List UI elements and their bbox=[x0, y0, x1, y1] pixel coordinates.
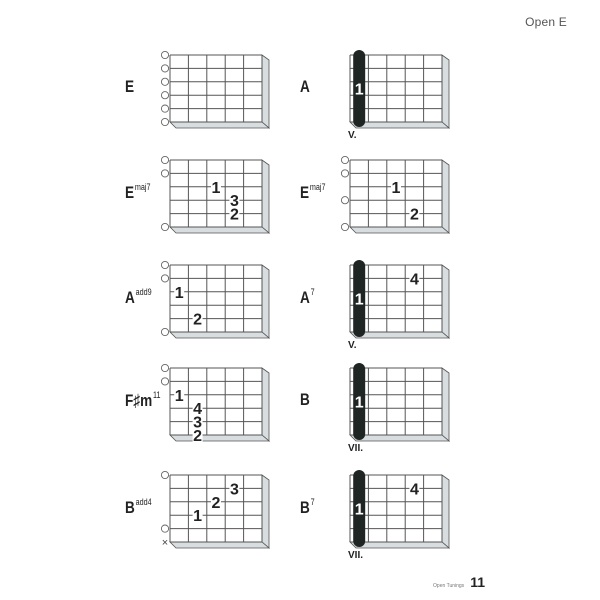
barre-icon bbox=[353, 50, 366, 127]
chord-name: B bbox=[300, 390, 310, 410]
chord-suffix: add4 bbox=[135, 496, 152, 507]
finger-number: 3 bbox=[193, 415, 202, 432]
finger-number: 2 bbox=[410, 207, 419, 224]
chord-name: A7 bbox=[300, 287, 315, 308]
barre-icon bbox=[353, 470, 366, 547]
open-string-icon bbox=[160, 470, 170, 480]
muted-string-icon: × bbox=[162, 537, 168, 549]
fretboard-grid: 14 bbox=[349, 470, 451, 549]
finger-number: 1 bbox=[392, 180, 401, 197]
finger-number: 1 bbox=[175, 285, 184, 302]
chord-name: B7 bbox=[300, 497, 315, 518]
finger-number: 2 bbox=[212, 495, 221, 512]
barre-finger-number: 1 bbox=[355, 292, 364, 309]
open-string-icon bbox=[340, 155, 350, 165]
chord-root: B bbox=[300, 389, 310, 409]
fret-position-label: VII. bbox=[348, 550, 364, 561]
page-footer: Open Tunings 11 bbox=[433, 574, 485, 590]
chord-name: F♯m11 bbox=[125, 390, 160, 411]
open-string-icon bbox=[160, 377, 170, 386]
fretboard-grid: 132 bbox=[160, 155, 271, 234]
chord-name: E bbox=[125, 77, 134, 97]
open-string-icon bbox=[160, 169, 170, 178]
open-string-icon bbox=[160, 222, 170, 232]
chord-root: B bbox=[125, 497, 135, 517]
fretboard-grid: 14 bbox=[349, 260, 451, 339]
chord-root: E bbox=[125, 182, 135, 202]
finger-number: 4 bbox=[193, 401, 202, 418]
chord-root: A bbox=[300, 287, 310, 307]
open-string-icon bbox=[340, 196, 350, 205]
finger-number: 3 bbox=[230, 193, 239, 210]
fret-position-label: VII. bbox=[348, 443, 364, 454]
finger-number: 2 bbox=[230, 207, 239, 224]
open-string-icon bbox=[160, 524, 170, 533]
barre-finger-number: 1 bbox=[355, 502, 364, 519]
chord-suffix: maj7 bbox=[134, 181, 151, 192]
finger-number: 1 bbox=[193, 508, 202, 525]
open-string-icon bbox=[160, 274, 170, 283]
barre-finger-number: 1 bbox=[355, 82, 364, 99]
chord-suffix: 11 bbox=[153, 389, 161, 400]
finger-number: 4 bbox=[410, 271, 419, 288]
barre-icon bbox=[353, 363, 366, 440]
barre-finger-number: 1 bbox=[355, 395, 364, 412]
chord-suffix: 7 bbox=[310, 496, 315, 507]
chord-root: A bbox=[300, 76, 310, 96]
fret-position-label: V. bbox=[348, 340, 357, 351]
open-string-icon bbox=[160, 104, 170, 113]
fretboard-grid: × 123 bbox=[160, 470, 271, 549]
open-string-icon bbox=[160, 117, 170, 127]
finger-number: 4 bbox=[410, 481, 419, 498]
finger-number: 3 bbox=[230, 481, 239, 498]
chord-name: Badd4 bbox=[125, 497, 152, 518]
barre-icon bbox=[353, 260, 366, 337]
open-string-icon bbox=[160, 363, 170, 373]
chord-suffix: maj7 bbox=[309, 181, 326, 192]
footer-section-title: Open Tunings bbox=[433, 583, 465, 589]
finger-number: 1 bbox=[212, 180, 221, 197]
open-string-icon bbox=[160, 91, 170, 100]
open-string-icon bbox=[160, 50, 170, 60]
open-string-icon bbox=[340, 169, 350, 178]
chord-suffix: 7 bbox=[310, 286, 315, 297]
chord-name: Aadd9 bbox=[125, 287, 152, 308]
open-string-icon bbox=[160, 260, 170, 270]
finger-number: 2 bbox=[193, 312, 202, 329]
chord-name: Emaj7 bbox=[125, 182, 150, 203]
fret-position-label: V. bbox=[348, 130, 357, 141]
open-string-icon bbox=[160, 327, 170, 337]
chord-name: A bbox=[300, 77, 310, 97]
page-number: 11 bbox=[470, 574, 485, 590]
chord-root: A bbox=[125, 287, 135, 307]
open-string-icon bbox=[160, 64, 170, 73]
finger-number: 1 bbox=[175, 388, 184, 405]
fretboard-grid: 1 bbox=[349, 363, 451, 442]
open-string-icon bbox=[160, 77, 170, 86]
fretboard-grid bbox=[160, 50, 271, 129]
page-header-title: Open E bbox=[525, 15, 567, 29]
chord-root: B bbox=[300, 497, 310, 517]
finger-number: 2 bbox=[193, 428, 202, 445]
chord-suffix: add9 bbox=[135, 286, 152, 297]
open-string-icon bbox=[160, 155, 170, 165]
chord-name: Emaj7 bbox=[300, 182, 325, 203]
fretboard-grid: 12 bbox=[160, 260, 271, 339]
chord-root: F♯m bbox=[125, 390, 153, 410]
fretboard-grid: 12 bbox=[340, 155, 451, 234]
chord-root: E bbox=[125, 76, 135, 96]
open-string-icon bbox=[340, 222, 350, 232]
chord-root: E bbox=[300, 182, 310, 202]
fretboard-grid: 1 bbox=[349, 50, 451, 129]
